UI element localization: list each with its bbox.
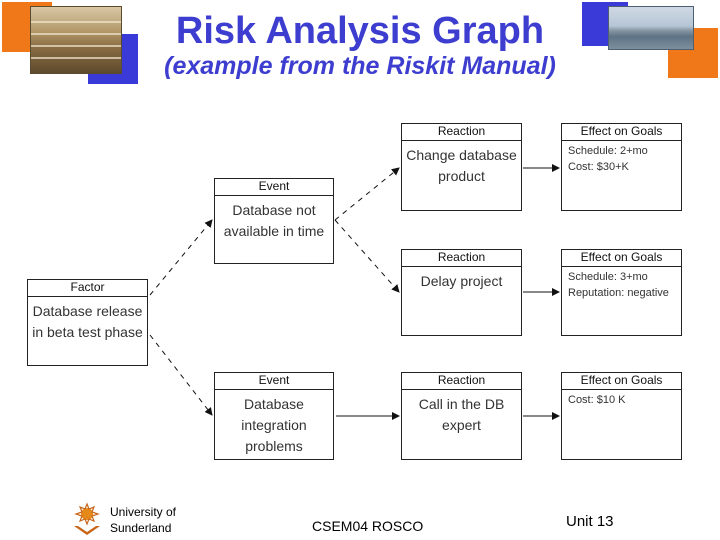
effect-text-line: Cost: $30+K	[568, 161, 629, 173]
reaction-box-2: Reaction Delay project	[401, 249, 522, 336]
reaction-text-line: Call in the DB	[418, 396, 505, 412]
university-name: University of Sunderland	[110, 504, 176, 536]
reaction-header: Reaction	[402, 250, 521, 267]
office-photo-left	[30, 6, 122, 74]
university-line: University of	[110, 505, 177, 519]
link-event1-reaction1	[334, 167, 400, 221]
event-box-2: Event Database integration problems	[214, 372, 334, 460]
effect-box-3: Effect on Goals Cost: $10 K	[561, 372, 682, 460]
reaction-box-1: Reaction Change database product	[401, 123, 522, 211]
reaction-box-3: Reaction Call in the DB expert	[401, 372, 522, 460]
effect-text-line: Cost: $10 K	[568, 394, 626, 406]
reaction-text-line: product	[438, 168, 485, 184]
effect-text-line: Schedule: 3+mo	[568, 271, 648, 283]
reaction-text-line: Delay project	[420, 273, 503, 289]
reaction-header: Reaction	[402, 373, 521, 390]
event-text-line: problems	[245, 438, 303, 454]
link-event1-reaction2	[334, 219, 400, 293]
event-text-line: Database not	[232, 202, 316, 218]
factor-box: Factor Database release in beta test pha…	[27, 279, 148, 366]
effect-text-line: Reputation: negative	[568, 287, 669, 299]
effect-text-line: Schedule: 2+mo	[568, 145, 648, 157]
reaction-text-line: Change database	[406, 147, 517, 163]
link-factor-event2	[149, 334, 213, 416]
reaction-header: Reaction	[402, 124, 521, 141]
effect-header: Effect on Goals	[562, 124, 681, 141]
effect-box-1: Effect on Goals Schedule: 2+mo Cost: $30…	[561, 123, 682, 211]
event-header: Event	[215, 179, 333, 196]
event-text-line: integration	[241, 417, 307, 433]
link-factor-event1	[149, 219, 213, 296]
effect-header: Effect on Goals	[562, 250, 681, 267]
reaction-text-line: expert	[442, 417, 481, 433]
factor-text-line: Database release	[32, 303, 143, 319]
course-code: CSEM04 ROSCO	[312, 518, 424, 534]
event-text-line: Database	[244, 396, 304, 412]
effect-header: Effect on Goals	[562, 373, 681, 390]
university-line: Sunderland	[110, 521, 172, 535]
event-header: Event	[215, 373, 333, 390]
event-box-1: Event Database not available in time	[214, 178, 334, 264]
waterfront-photo-right	[608, 6, 694, 50]
effect-box-2: Effect on Goals Schedule: 3+mo Reputatio…	[561, 249, 682, 336]
university-logo-icon	[74, 502, 100, 535]
page-title: Risk Analysis Graph	[175, 10, 545, 52]
factor-text-line: in beta test phase	[32, 324, 143, 340]
page-subtitle: (example from the Riskit Manual)	[164, 52, 556, 80]
event-text-line: available in time	[223, 223, 325, 239]
factor-header: Factor	[28, 280, 147, 297]
unit-label: Unit 13	[566, 513, 614, 530]
